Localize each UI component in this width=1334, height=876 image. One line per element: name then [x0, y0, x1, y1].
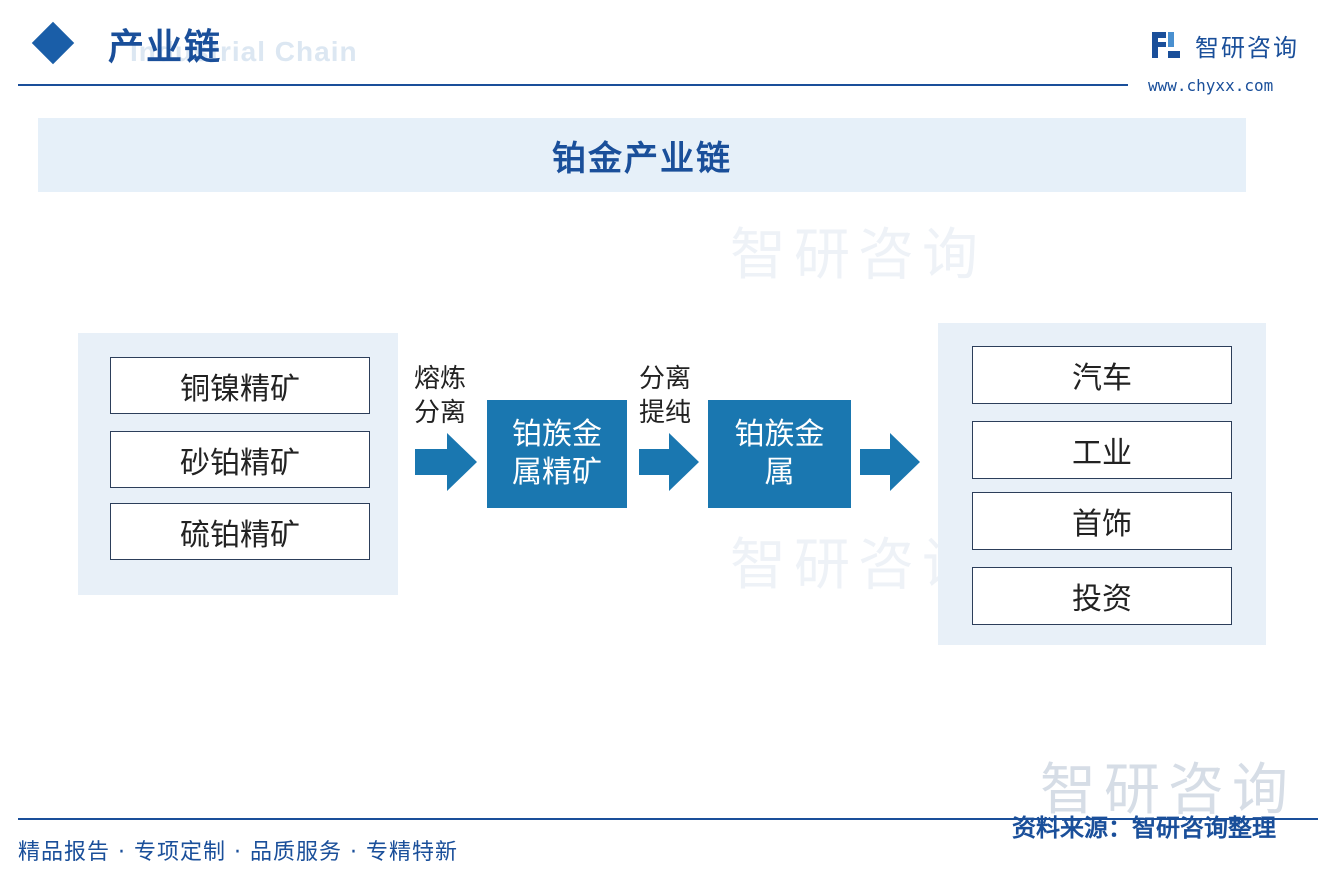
application-box: 投资 [972, 567, 1232, 625]
footer-divider [18, 818, 1318, 820]
intermediate-line: 铂族金 [734, 417, 825, 452]
watermark: 智研咨询 [730, 533, 986, 598]
source-box: 硫铂精矿 [110, 503, 370, 560]
application-box: 汽车 [972, 346, 1232, 404]
page-title: 产业链 [108, 27, 223, 68]
process-label-line: 分离 [638, 364, 691, 394]
logo-icon [1152, 32, 1180, 58]
process-label: 分离 提纯 [635, 362, 695, 430]
header-divider [18, 84, 1128, 86]
intermediate-box: 铂族金 属精矿 [487, 400, 627, 508]
source-note: 资料来源：智研咨询整理 [1012, 814, 1276, 842]
application-box: 首饰 [972, 492, 1232, 550]
arrow-right-icon [415, 433, 477, 491]
diagram-title-banner: 铂金产业链 [38, 118, 1246, 192]
logo-text: 智研咨询 [1195, 34, 1299, 62]
arrow-right-icon [860, 433, 920, 491]
intermediate-line: 铂族金 [512, 417, 602, 452]
watermark: 智研咨询 [730, 223, 986, 288]
intermediate-line: 属精矿 [512, 455, 602, 490]
intermediate-line: 属 [764, 455, 795, 490]
intermediate-box: 铂族金 属 [708, 400, 851, 508]
header-diamond-icon [31, 21, 75, 65]
process-label-line: 分离 [413, 398, 466, 428]
diagram-title: 铂金产业链 [552, 138, 732, 179]
process-label-line: 提纯 [638, 398, 691, 428]
header-subtitle: Industrial Chain [130, 36, 358, 67]
watermark: 智研咨询 [1040, 758, 1296, 823]
source-box: 砂铂精矿 [110, 431, 370, 488]
process-label-line: 熔炼 [413, 364, 466, 394]
logo-url[interactable]: www.chyxx.com [1148, 76, 1274, 95]
arrow-right-icon [639, 433, 699, 491]
application-box: 工业 [972, 421, 1232, 479]
footer-slogan: 精品报告 · 专项定制 · 品质服务 · 专精特新 [18, 840, 458, 865]
process-label: 熔炼 分离 [410, 362, 470, 430]
source-box: 铜镍精矿 [110, 357, 370, 414]
